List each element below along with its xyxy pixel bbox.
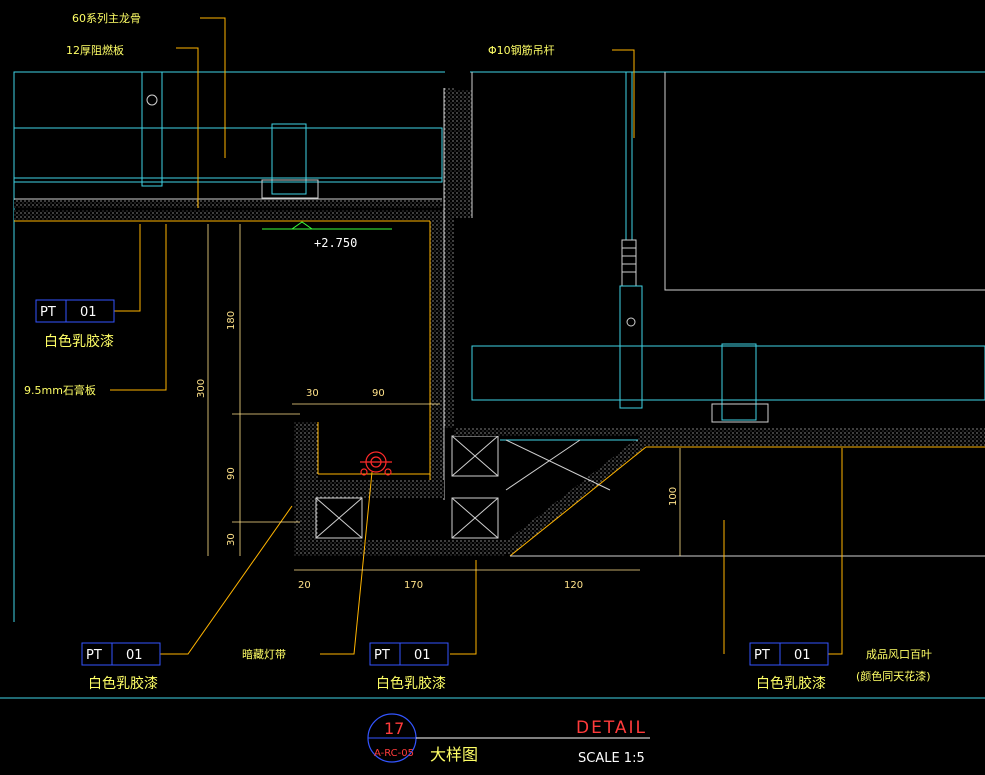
dimension-lines: [207, 224, 681, 571]
svg-text:01: 01: [126, 648, 143, 663]
main-keel-label: 60系列主龙骨: [72, 11, 141, 25]
svg-text:01: 01: [794, 648, 811, 663]
svg-text:90: 90: [372, 388, 385, 399]
left-board-layers: [14, 198, 442, 222]
svg-text:白色乳胶漆: 白色乳胶漆: [376, 675, 446, 692]
dimension-texts: 180 300 90 30 30 90 20 170 120 100: [196, 311, 679, 591]
left-ceiling-structure: [13, 71, 443, 199]
svg-text:20: 20: [298, 580, 311, 591]
svg-text:170: 170: [404, 580, 423, 591]
led-strip-fixture: [360, 451, 392, 476]
drawing-frame: [0, 71, 985, 699]
material-tag-2: PT 01 白色乳胶漆: [81, 642, 161, 692]
elevation-label: +2.750: [314, 236, 357, 250]
elevation-marker: +2.750: [262, 221, 392, 250]
sheet-number: A-RC-05: [374, 748, 414, 759]
svg-text:300: 300: [196, 379, 207, 398]
drawing-title: DETAIL: [576, 718, 647, 738]
material-tag-1: PT 01 白色乳胶漆: [35, 299, 115, 350]
title-block: 17 A-RC-05 大样图 DETAIL SCALE 1:5: [367, 713, 650, 766]
svg-text:90: 90: [226, 467, 237, 480]
svg-text:白色乳胶漆: 白色乳胶漆: [756, 675, 826, 692]
svg-text:01: 01: [80, 305, 97, 320]
leader-lines: [110, 17, 843, 655]
vent-label-2: (颜色同天花漆): [856, 669, 931, 683]
svg-text:01: 01: [414, 648, 431, 663]
right-board-layers: [454, 428, 985, 557]
rod-label: Φ10钢筋吊杆: [488, 43, 555, 57]
svg-text:PT: PT: [754, 648, 770, 663]
vent-label-1: 成品风口百叶: [866, 648, 932, 661]
drop-wall: [429, 72, 473, 500]
svg-text:白色乳胶漆: 白色乳胶漆: [44, 333, 114, 350]
right-ceiling-structure: [471, 72, 985, 423]
hanger-rod: [619, 72, 643, 409]
material-tag-4: PT 01 白色乳胶漆: [749, 642, 829, 692]
material-tag-3: PT 01 白色乳胶漆: [369, 642, 449, 692]
svg-text:30: 30: [226, 533, 237, 546]
drawing-name: 大样图: [430, 745, 478, 764]
drawing-scale: SCALE 1:5: [578, 751, 645, 766]
fireboard-label: 12厚阻燃板: [66, 43, 124, 57]
svg-text:白色乳胶漆: 白色乳胶漆: [88, 675, 158, 692]
detail-number: 17: [384, 719, 404, 738]
gypsum-label: 9.5mm石膏板: [24, 383, 96, 397]
svg-text:PT: PT: [40, 305, 56, 320]
lamp-trough: [294, 422, 506, 556]
led-label: 暗藏灯带: [242, 647, 286, 661]
svg-text:PT: PT: [374, 648, 390, 663]
annotations: 60系列主龙骨 12厚阻燃板 Φ10钢筋吊杆 9.5mm石膏板 暗藏灯带 成品风…: [24, 11, 932, 683]
svg-text:30: 30: [306, 388, 319, 399]
svg-text:PT: PT: [86, 648, 102, 663]
svg-text:120: 120: [564, 580, 583, 591]
svg-text:180: 180: [226, 311, 237, 330]
svg-text:100: 100: [668, 487, 679, 506]
